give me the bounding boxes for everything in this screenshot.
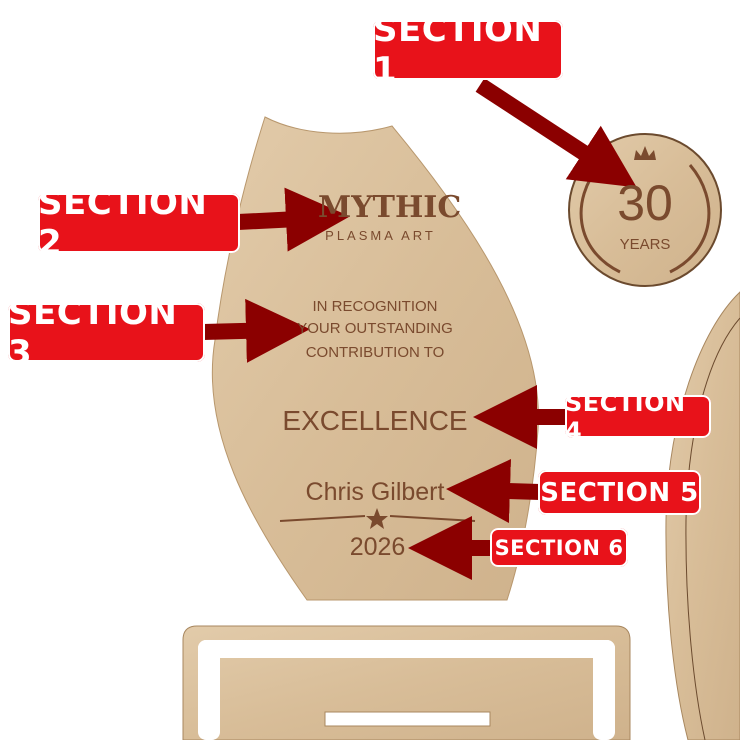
round-plaque [665,291,740,740]
arrow-3 [202,298,310,363]
section-3-label: SECTION 3 [8,293,205,373]
stand-slot [324,711,491,727]
medallion-caption: YEARS [619,236,671,253]
recognition-line-3: CONTRIBUTION TO [305,344,445,361]
arrow-1 [475,78,637,188]
divider-left [279,515,366,522]
recognition-line-2: YOUR OUTSTANDING [297,320,453,337]
star-icon [366,508,388,529]
fretwork-pattern [198,640,615,740]
laurel-right-icon [669,164,711,274]
award-title: EXCELLENCE [282,405,468,436]
arrow-5 [446,459,541,524]
arrows [202,78,637,580]
section-5-label: SECTION 5 [538,470,701,515]
arrow-2 [237,187,350,252]
section-1-label: SECTION 1 [373,10,563,90]
section-6-label: SECTION 6 [490,528,628,567]
section-4-label: SECTION 4 [565,389,711,445]
logo-sub: PLASMA ART [325,228,436,243]
award-year: 2026 [349,533,406,561]
recipient-name: Chris Gilbert [305,478,445,506]
recognition-line-1: IN RECOGNITION [312,298,438,315]
section-2-label: SECTION 2 [38,183,240,263]
logo-main: MYTHIC [318,190,462,225]
round-plaque-inner-line [685,317,740,740]
crown-icon [634,146,656,160]
medallion-number: 30 [617,175,673,231]
